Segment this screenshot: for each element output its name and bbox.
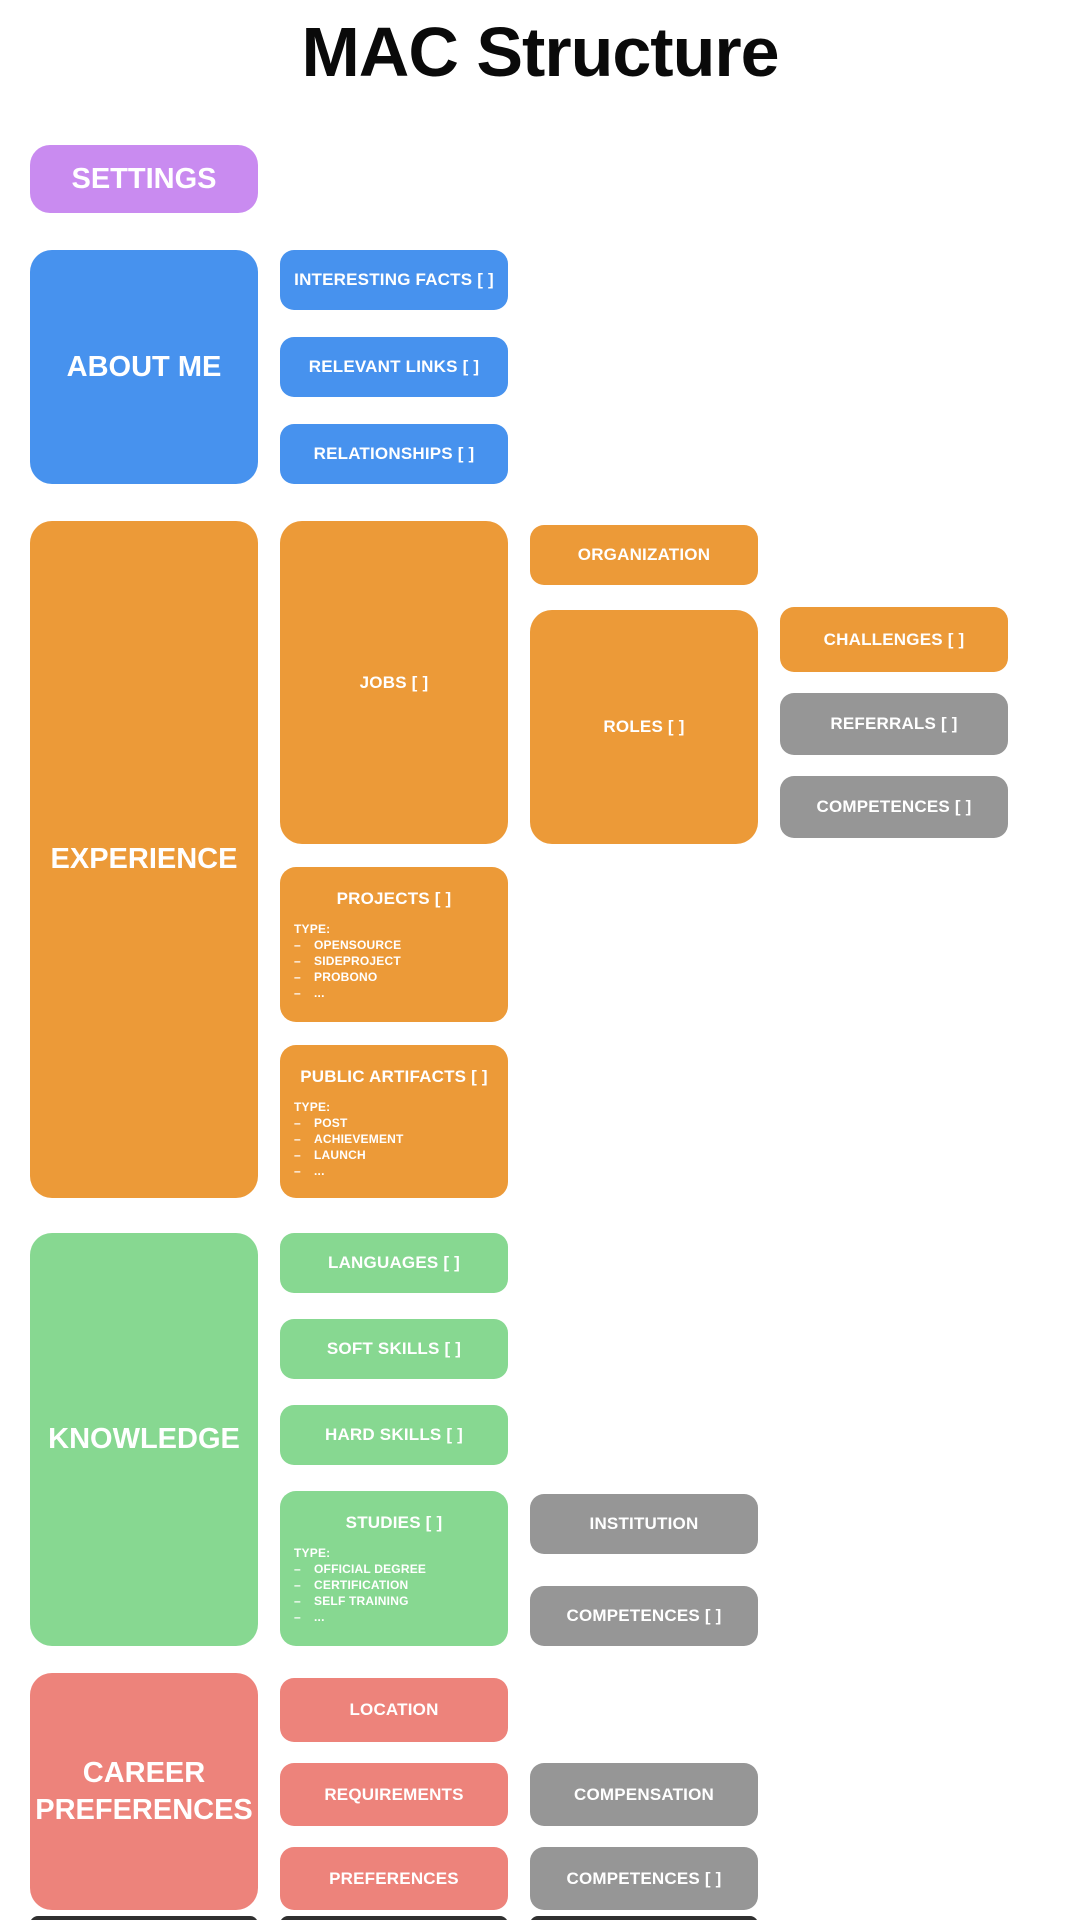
- challenges-node[interactable]: CHALLENGES [ ]: [780, 607, 1008, 672]
- knowledge-label: KNOWLEDGE: [48, 1423, 240, 1456]
- preferences-node[interactable]: PREFERENCES: [280, 1847, 508, 1910]
- cutoff-block: [530, 1916, 758, 1920]
- roles-node[interactable]: ROLES [ ]: [530, 610, 758, 844]
- preferences-label: PREFERENCES: [329, 1868, 459, 1888]
- settings-node[interactable]: SETTINGS: [30, 145, 258, 213]
- knowledge-node[interactable]: KNOWLEDGE: [30, 1233, 258, 1646]
- competences-label: COMPETENCES [ ]: [566, 1606, 722, 1625]
- type-list-item: –SELF TRAINING: [294, 1594, 409, 1608]
- relationships-node[interactable]: RELATIONSHIPS [ ]: [280, 424, 508, 484]
- type-list-item: –...: [294, 986, 325, 1000]
- referrals-label: REFERRALS [ ]: [830, 714, 958, 733]
- knowledge-competences-node[interactable]: COMPETENCES [ ]: [530, 1586, 758, 1646]
- cutoff-block: [280, 1916, 508, 1920]
- compensation-label: COMPENSATION: [574, 1784, 714, 1804]
- type-list-item: –POST: [294, 1116, 348, 1130]
- settings-label: SETTINGS: [71, 162, 217, 195]
- career-preferences-node[interactable]: CAREER PREFERENCES: [30, 1673, 258, 1910]
- organization-node[interactable]: ORGANIZATION: [530, 525, 758, 585]
- type-heading: TYPE:: [294, 1100, 331, 1114]
- jobs-label: JOBS [ ]: [359, 672, 429, 692]
- relevant-links-label: RELEVANT LINKS [ ]: [308, 357, 480, 376]
- career-competences-node[interactable]: COMPETENCES [ ]: [530, 1847, 758, 1910]
- type-list-item: –OFFICIAL DEGREE: [294, 1562, 427, 1576]
- soft-skills-node[interactable]: SOFT SKILLS [ ]: [280, 1319, 508, 1379]
- location-label: LOCATION: [349, 1700, 439, 1719]
- public-artifacts-label: PUBLIC ARTIFACTS [ ]: [300, 1067, 488, 1086]
- referrals-node[interactable]: REFERRALS [ ]: [780, 693, 1008, 755]
- experience-node[interactable]: EXPERIENCE: [30, 521, 258, 1198]
- type-list-item: –LAUNCH: [294, 1148, 366, 1162]
- experience-competences-node[interactable]: COMPETENCES [ ]: [780, 776, 1008, 838]
- cutoff-block: [30, 1916, 258, 1920]
- about-me-node[interactable]: ABOUT ME: [30, 250, 258, 484]
- about-me-label: ABOUT ME: [66, 350, 222, 383]
- page-title: MAC Structure: [301, 13, 779, 91]
- type-heading: TYPE:: [294, 922, 331, 936]
- relationships-label: RELATIONSHIPS [ ]: [313, 444, 475, 463]
- hard-skills-label: HARD SKILLS [ ]: [324, 1425, 464, 1444]
- competences-label: COMPETENCES [ ]: [816, 797, 972, 816]
- soft-skills-label: SOFT SKILLS [ ]: [326, 1339, 462, 1358]
- type-list-item: –SIDEPROJECT: [294, 954, 401, 968]
- studies-node[interactable]: STUDIES [ ] TYPE: –OFFICIAL DEGREE –CERT…: [280, 1491, 508, 1646]
- type-list-item: –OPENSOURCE: [294, 938, 402, 952]
- compensation-node[interactable]: COMPENSATION: [530, 1763, 758, 1826]
- competences-label: COMPETENCES [ ]: [566, 1868, 722, 1888]
- institution-label: INSTITUTION: [589, 1514, 699, 1533]
- projects-type-list: TYPE: –OPENSOURCE –SIDEPROJECT –PROBONO …: [280, 909, 508, 1001]
- public-artifacts-type-list: TYPE: –POST –ACHIEVEMENT –LAUNCH –...: [280, 1087, 508, 1179]
- type-list-item: –...: [294, 1164, 325, 1178]
- requirements-label: REQUIREMENTS: [324, 1784, 464, 1804]
- interesting-facts-node[interactable]: INTERESTING FACTS [ ]: [280, 250, 508, 310]
- organization-label: ORGANIZATION: [577, 545, 711, 564]
- type-list-item: –...: [294, 1610, 325, 1624]
- requirements-node[interactable]: REQUIREMENTS: [280, 1763, 508, 1826]
- studies-label: STUDIES [ ]: [345, 1513, 443, 1532]
- languages-node[interactable]: LANGUAGES [ ]: [280, 1233, 508, 1293]
- roles-label: ROLES [ ]: [603, 717, 685, 736]
- type-list-item: –ACHIEVEMENT: [294, 1132, 404, 1146]
- type-list-item: –PROBONO: [294, 970, 378, 984]
- institution-node[interactable]: INSTITUTION: [530, 1494, 758, 1554]
- type-heading: TYPE:: [294, 1546, 331, 1560]
- jobs-node[interactable]: JOBS [ ]: [280, 521, 508, 844]
- type-list-item: –CERTIFICATION: [294, 1578, 409, 1592]
- hard-skills-node[interactable]: HARD SKILLS [ ]: [280, 1405, 508, 1465]
- projects-label: PROJECTS [ ]: [336, 889, 452, 908]
- languages-label: LANGUAGES [ ]: [328, 1253, 460, 1272]
- location-node[interactable]: LOCATION: [280, 1678, 508, 1742]
- challenges-label: CHALLENGES [ ]: [823, 629, 965, 649]
- experience-label: EXPERIENCE: [50, 843, 238, 876]
- projects-node[interactable]: PROJECTS [ ] TYPE: –OPENSOURCE –SIDEPROJ…: [280, 867, 508, 1022]
- career-preferences-label: CAREER PREFERENCES: [35, 1757, 253, 1826]
- public-artifacts-node[interactable]: PUBLIC ARTIFACTS [ ] TYPE: –POST –ACHIEV…: [280, 1045, 508, 1198]
- interesting-facts-label: INTERESTING FACTS [ ]: [294, 270, 494, 289]
- studies-type-list: TYPE: –OFFICIAL DEGREE –CERTIFICATION –S…: [280, 1533, 508, 1625]
- relevant-links-node[interactable]: RELEVANT LINKS [ ]: [280, 337, 508, 397]
